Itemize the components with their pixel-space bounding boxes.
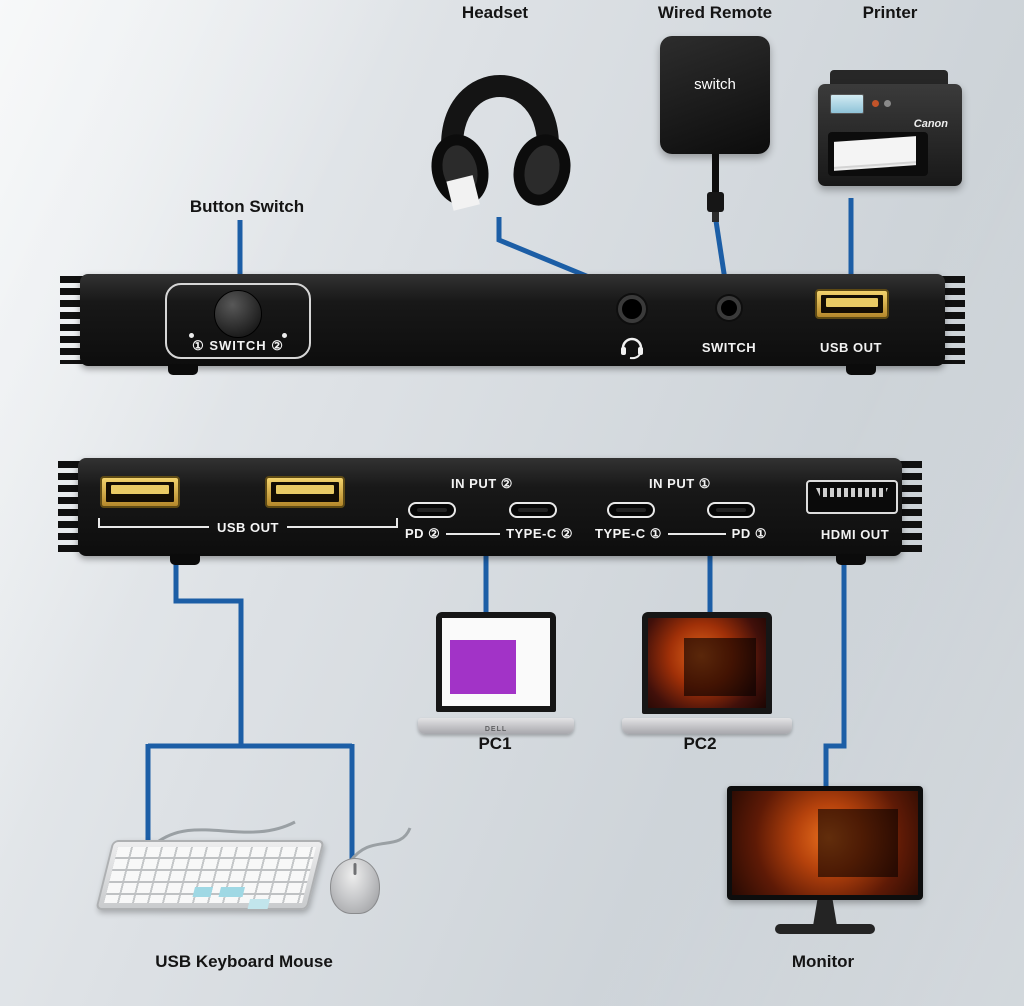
pc1-screen <box>436 612 556 712</box>
printer-button <box>884 100 891 107</box>
mouse-cable <box>348 827 412 862</box>
hdmi-out-label: HDMI OUT <box>820 527 890 542</box>
wired-remote-label: Wired Remote <box>657 3 773 22</box>
usb-out-port-front <box>815 289 889 319</box>
keyboard-mouse-label: USB Keyboard Mouse <box>155 952 333 971</box>
pc2-image <box>622 612 792 734</box>
wired-remote-image: switch <box>660 36 770 222</box>
printer-lid <box>830 70 948 88</box>
kvm-front-panel: ① SWITCH ② SWITCH USB OUT <box>60 274 965 375</box>
panel-foot <box>836 554 866 565</box>
monitor-screen <box>727 786 923 900</box>
panel-foot <box>846 364 876 375</box>
keyboard-accent-key <box>192 887 214 897</box>
pc2-screen <box>642 612 772 714</box>
pd-1-label: PD ① <box>731 526 767 541</box>
switch-jack-label: SWITCH <box>701 340 757 355</box>
switch-button <box>214 290 262 338</box>
type-c-1-label: TYPE-C ① <box>595 526 662 541</box>
cable-usb-keyboard-mouse <box>145 556 355 862</box>
input-2-label: IN PUT ② <box>451 476 513 491</box>
keyboard-accent-key <box>218 887 246 897</box>
printer-button <box>872 100 879 107</box>
remote-plug-tip <box>712 212 719 222</box>
monitor-image <box>727 786 923 940</box>
monitor-stand-base <box>775 924 875 934</box>
typec-port-2 <box>509 502 557 518</box>
input-1-label: IN PUT ① <box>649 476 711 491</box>
headphone-jack <box>618 295 646 323</box>
usb-out-label-front: USB OUT <box>820 340 882 355</box>
headset-icon <box>618 334 646 365</box>
button-switch-label: Button Switch <box>189 197 305 216</box>
usb-out-bracket: USB OUT <box>98 508 398 535</box>
pc1-label: PC1 <box>478 734 512 753</box>
mouse-image <box>330 858 380 914</box>
usb-out-label-rear: USB OUT <box>217 520 279 535</box>
remote-switch-text: switch <box>694 76 736 93</box>
typec-port-pd-2 <box>408 502 456 518</box>
button-switch-zone: ① SWITCH ② <box>165 283 311 359</box>
cable-monitor <box>823 556 847 792</box>
remote-plug <box>707 192 724 212</box>
input-2-port-labels: PD ② TYPE-C ② <box>405 526 573 542</box>
printer-image: Canon <box>818 70 962 192</box>
monitor-label: Monitor <box>791 952 855 971</box>
monitor-screen-window <box>818 809 898 877</box>
pc1-screen-window <box>450 640 516 694</box>
headset-image <box>424 28 576 221</box>
pc2-screen-window <box>684 638 756 696</box>
led-indicator-1 <box>189 333 194 338</box>
pd-2-label: PD ② <box>405 526 441 541</box>
pc1-logo-text: DELL <box>484 726 508 733</box>
led-indicator-2 <box>282 333 287 338</box>
pc1-base: DELL <box>418 718 574 734</box>
usb-out-port-2 <box>265 476 345 508</box>
typec-port-1 <box>607 502 655 518</box>
printer-screen <box>830 94 864 114</box>
printer-tray <box>828 132 928 176</box>
hdmi-out-port <box>806 480 898 514</box>
remote-switch-jack <box>717 296 741 320</box>
typec-port-pd-1 <box>707 502 755 518</box>
panel-foot <box>170 554 200 565</box>
printer-brand-text: Canon <box>913 118 948 130</box>
keyboard-accent-key <box>247 899 271 909</box>
usb-out-port-1 <box>100 476 180 508</box>
printer-body: Canon <box>818 84 962 186</box>
pc1-image: DELL <box>418 612 574 734</box>
printer-label: Printer <box>862 3 918 22</box>
input-1-port-labels: TYPE-C ① PD ① <box>595 526 767 542</box>
pc2-label: PC2 <box>683 734 717 753</box>
switch-group-label: ① SWITCH ② <box>192 338 284 353</box>
kvm-rear-panel: USB OUT IN PUT ② PD ② TYPE-C ② IN PUT ① … <box>58 458 922 565</box>
pc2-base <box>622 718 792 734</box>
headset-graphic <box>431 75 571 211</box>
remote-body: switch <box>660 36 770 154</box>
rear-panel-body <box>78 458 902 556</box>
monitor-stand-neck <box>813 900 837 926</box>
remote-cable <box>712 154 719 192</box>
printer-paper <box>834 136 916 167</box>
keyboard-image <box>95 840 325 910</box>
headset-label: Headset <box>461 3 529 22</box>
panel-foot <box>168 364 198 375</box>
type-c-2-label: TYPE-C ② <box>506 526 573 541</box>
